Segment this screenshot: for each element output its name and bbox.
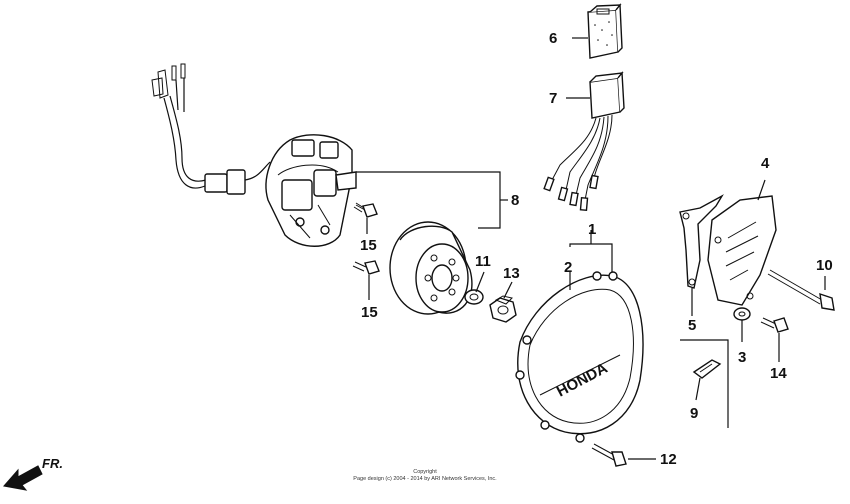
label-10: 10 (816, 257, 833, 274)
label-12: 12 (660, 451, 677, 468)
label-14: 14 (770, 365, 787, 382)
copyright-line-1: Copyright (413, 469, 437, 475)
part-7-cdi-unit[interactable] (543, 71, 625, 211)
label-9: 9 (690, 405, 698, 422)
part-15-bolt-lower[interactable] (352, 260, 380, 275)
label-2: 2 (564, 259, 572, 276)
part-10-long-bolt[interactable] (767, 269, 835, 311)
leader-bracket-9 (680, 339, 729, 428)
label-3: 3 (738, 349, 746, 366)
label-15-upper: 15 (360, 237, 377, 254)
label-1: 1 (588, 221, 596, 238)
part-number-labels: 1 2 3 4 5 6 7 8 9 10 11 12 13 14 15 15 (360, 30, 833, 468)
label-6: 6 (549, 30, 557, 47)
part-15-bolt-upper[interactable] (353, 202, 378, 218)
label-4: 4 (761, 155, 770, 172)
label-15-lower: 15 (361, 304, 378, 321)
front-arrow-icon (3, 465, 43, 491)
label-11: 11 (475, 253, 491, 270)
left-crankcase-cover[interactable]: HONDA (515, 271, 644, 443)
part-12-bolt[interactable] (591, 443, 627, 467)
label-5: 5 (688, 317, 696, 334)
part-14-bolt[interactable] (760, 317, 789, 333)
label-8: 8 (511, 192, 519, 209)
front-direction-indicator: FR. (3, 456, 63, 491)
part-13-nut[interactable] (489, 295, 517, 323)
copyright-notice: Copyright Page design (c) 2004 - 2014 by… (353, 469, 497, 482)
part-6-cap[interactable] (587, 3, 623, 59)
label-7: 7 (549, 90, 557, 107)
part-9-clamp[interactable] (692, 359, 722, 379)
part-11-washer[interactable] (464, 289, 484, 305)
flywheel-rotor[interactable] (389, 221, 473, 315)
part-8-stator-assembly[interactable] (151, 63, 501, 247)
leader-bracket-1 (569, 243, 613, 272)
front-label: FR. (42, 456, 63, 471)
part-5-guide-plate[interactable] (679, 194, 724, 289)
part-4-sprocket-cover[interactable] (707, 179, 777, 306)
leader-lines (366, 37, 826, 460)
label-13: 13 (503, 265, 520, 282)
part-3-collar[interactable] (733, 307, 751, 321)
copyright-line-2: Page design (c) 2004 - 2014 by ARI Netwo… (353, 476, 497, 482)
